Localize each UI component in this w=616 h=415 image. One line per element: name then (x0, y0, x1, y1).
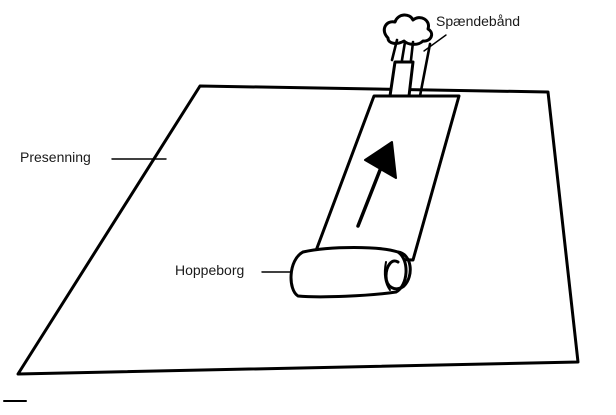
castle-roll-fold (383, 261, 391, 291)
castle-roll-end (384, 250, 412, 291)
castle-flat-section (312, 94, 461, 262)
leader-spaendebaand (423, 34, 447, 52)
castle-roll (289, 246, 408, 299)
strap-line-4 (418, 42, 432, 98)
strap-buckle (388, 60, 415, 98)
strap-line-2 (400, 40, 407, 62)
straps-label: Spændebånd (436, 13, 521, 29)
strap-line-3 (409, 40, 415, 62)
tarp-sheet (16, 84, 580, 376)
strap-bundle-knot (382, 13, 434, 46)
bouncy-castle-label: Hoppeborg (175, 262, 245, 278)
tarp-label: Presenning (20, 149, 91, 165)
arrow-up-icon (356, 141, 397, 228)
strap-line-1 (390, 38, 399, 62)
